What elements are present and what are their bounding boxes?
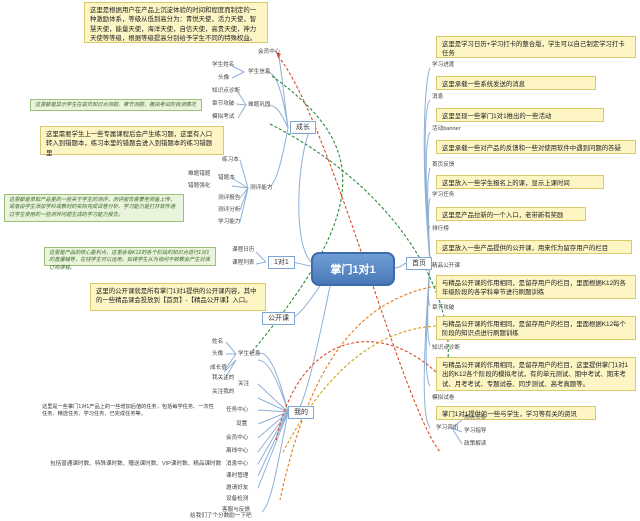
growth-wrong-questions[interactable]: 难题错题 [188, 171, 211, 177]
note-open-class: 这里的公开课就是所有掌门1对1提供的公开课内容，其中的一些精品课会投放到【首页】… [90, 283, 266, 311]
growth-student-name: 学生姓名 [212, 62, 235, 68]
note-study-progress: 这里是学习日历+学习打卡的整合版，学生可以自己制定学习打卡任务 [436, 36, 636, 58]
note-study-info: 掌门1对1提供的一些与学生，学习等有关的资讯 [436, 406, 596, 420]
growth-error-reinforce[interactable]: 错题强化 [188, 183, 211, 189]
mine-follow[interactable]: 关注 [238, 381, 250, 387]
growth-learning-ability[interactable]: 学习能力 [218, 219, 241, 225]
mine-student-info[interactable]: 学生信息 [238, 351, 261, 357]
growth-error-book[interactable]: 错题本 [218, 175, 235, 181]
central-topic[interactable]: 掌门1对1 [311, 252, 395, 286]
home-knowledge-diagnosis[interactable]: 知识点诊断 [432, 345, 460, 351]
note-task-center: 这里是一些掌门1对1产品上的一些增加后值的任务，包括每学任务、一次性任务、精选任… [38, 402, 220, 419]
growth-avatar: 头像 [218, 75, 230, 81]
branch-growth[interactable]: 成长 [290, 121, 316, 134]
mine-settings[interactable]: 设置 [236, 421, 248, 427]
growth-student-info[interactable]: 学生信息 [248, 69, 271, 75]
growth-assessment-report[interactable]: 测评报告 [218, 195, 241, 201]
home-home-feedback[interactable]: 首页反馈 [432, 162, 455, 168]
branch-mine[interactable]: 我的 [288, 406, 314, 419]
note-chapter-breakthrough: 与精品公开课的作用相同，是留存用户的栏目，里面根据K12的各年级阶段的各学科章节… [436, 275, 636, 299]
mine-i-follow[interactable]: 我关注的 [212, 375, 235, 381]
green-note-assessment: 这里都是录取产品里的一些关于学生的测评，测评报告需要老师盖上传，或者由学生添加学… [4, 194, 184, 222]
growth-simulated-exam[interactable]: 模拟考试 [212, 114, 235, 120]
green-note-one-to-one: 这里是产品的核心盈利点，这里会有K12的各个阶段的知识点进行1对1的直播辅导，在… [44, 247, 216, 271]
home-rankings[interactable]: 排行榜 [432, 226, 449, 232]
mine-share-friends[interactable]: 给我们了个分数励一下吧 [190, 513, 252, 519]
home-simulated-exam[interactable]: 模拟试卷 [432, 395, 455, 401]
mine-task-center[interactable]: 任务中心 [226, 407, 249, 413]
one-to-one-calendar[interactable]: 课程日历 [232, 247, 255, 253]
mine-message-center[interactable]: 消息中心 [226, 461, 249, 467]
note-knowledge-diagnosis: 与精品公开课的作用相同，是留存用户的栏目，里面根据K12每个阶段的知识点进行刷题… [436, 316, 636, 340]
mine-offline-center[interactable]: 离线中心 [226, 448, 249, 454]
branch-open-class[interactable]: 公开课 [262, 312, 295, 325]
branch-home[interactable]: 首页 [406, 257, 432, 270]
home-study-progress[interactable]: 学习进度 [432, 62, 455, 68]
mine-avatar: 头像 [212, 351, 224, 357]
growth-problem-consolidation[interactable]: 难题巩固 [248, 102, 271, 108]
growth-chapter-breakthrough[interactable]: 章节攻破 [212, 101, 235, 107]
branch-one-to-one[interactable]: 1对1 [268, 256, 295, 269]
note-practice-book: 这里需要学生上一些专属课程后会产生练习题，这里有入口转入到错题本，练习本里的错题… [40, 126, 224, 157]
note-home-feedback: 这里承载一些对产品的反馈和一些对使用软件中遇到问题的答疑 [436, 140, 636, 154]
growth-practice-book[interactable]: 练习本 [222, 157, 239, 163]
note-simulated-exam: 与精品公开课的作用相同，是留存用户的栏目，这里提供掌门1对1出的K12各个阶段的… [436, 357, 636, 391]
growth-knowledge-diagnosis[interactable]: 知识点诊断 [212, 88, 240, 94]
note-course-management: 包括普通课时数、特殊课时数、赠送课时数、VIP课时数、精品课时数 [50, 461, 222, 467]
home-news[interactable]: 消息 [432, 94, 444, 100]
note-activity-banner: 这里呈现一些掌门1对1推出的一些活动 [436, 108, 604, 122]
mine-device-check[interactable]: 设备检测 [226, 496, 249, 502]
mine-member-center[interactable]: 会员中心 [226, 435, 249, 441]
home-quality-open-class[interactable]: 精品公开课 [432, 263, 460, 269]
growth-member-center[interactable]: 会员中心 [258, 49, 281, 55]
mine-name: 姓名 [212, 339, 224, 345]
mine-growth-value: 成长值 [210, 365, 227, 371]
note-member-center: 这里是根据用户在产品上沉淀体验的时间和程度而制定的一种激励体系，等级从低到高分为… [84, 2, 268, 43]
note-quality-open-class: 这里放入一些产品提供的公开课，用来作为留存用户的栏目 [436, 240, 632, 254]
green-note-self-test: 这里都是显示学生在首页知识点测题、章节测题、模拟考试的自测情况 [30, 99, 202, 111]
mine-followers[interactable]: 关注我的 [212, 389, 235, 395]
home-hot-headlines[interactable]: 热点头条 [464, 415, 487, 421]
home-chapter-breakthrough[interactable]: 章节攻破 [432, 305, 455, 311]
home-policy-interpret[interactable]: 政策解读 [464, 441, 487, 447]
note-rankings: 这里是产品拉新的一个入口，老带新有奖励 [436, 207, 586, 221]
mine-invite-friends[interactable]: 邀请好友 [226, 485, 249, 491]
mine-course-management[interactable]: 课时管理 [226, 473, 249, 479]
growth-practice-ability[interactable]: 测评能力 [250, 185, 273, 191]
one-to-one-list[interactable]: 课程列表 [232, 260, 255, 266]
mine-help-feedback[interactable]: 客服与反馈 [222, 507, 250, 513]
home-study-tasks[interactable]: 学习任务 [432, 192, 455, 198]
note-study-tasks: 这里放入一些学生报名上的课，显示上课时间 [436, 175, 604, 189]
home-activity-banner[interactable]: 活动banner [432, 126, 461, 132]
note-news: 这里承载一些系统发送的消息 [436, 76, 596, 90]
home-study-info[interactable]: 学习资讯 [436, 425, 459, 431]
growth-assessment-score[interactable]: 测评分析 [218, 207, 241, 213]
home-study-guide[interactable]: 学习指导 [464, 428, 487, 434]
